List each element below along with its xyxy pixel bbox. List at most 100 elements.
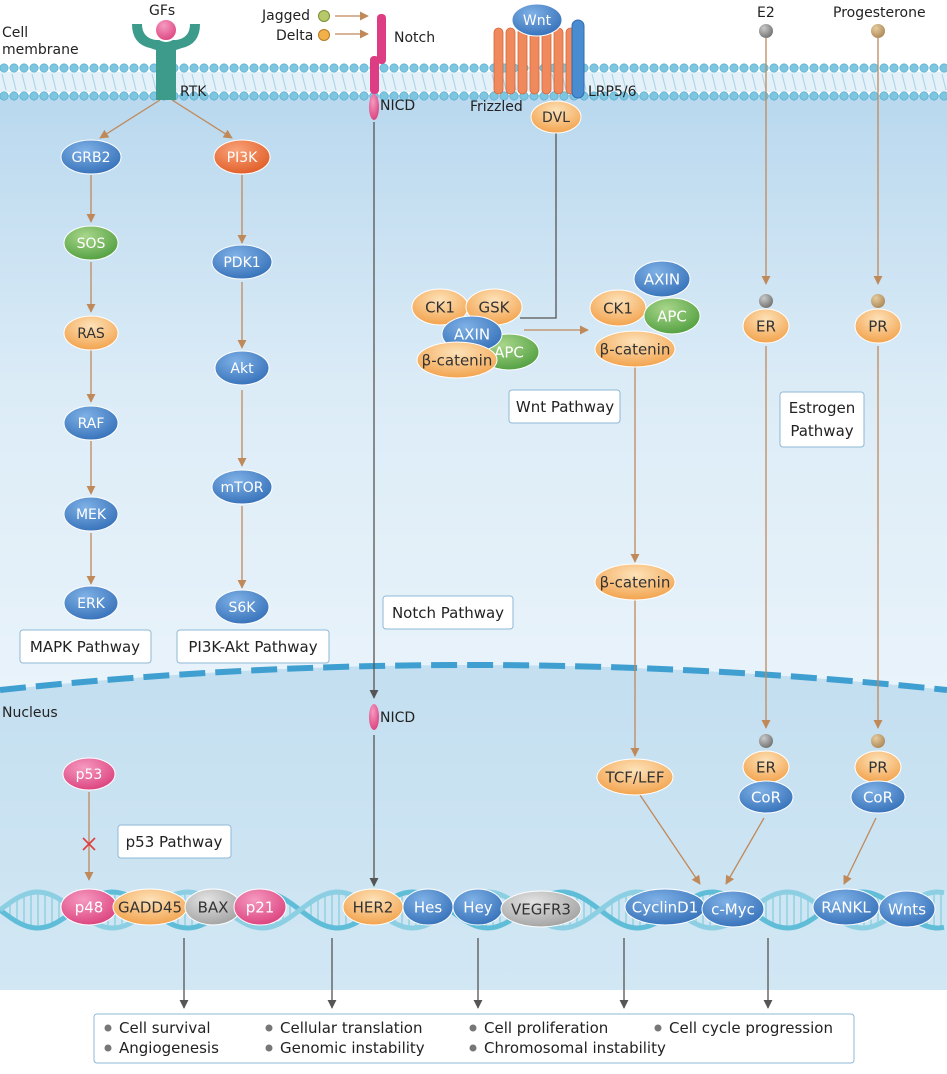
axin-free-node: AXIN [633,260,691,298]
estrogen-pathway-label-line2: Pathway [790,422,853,440]
rtk-receptor [132,18,200,100]
mek-node: MEK [63,496,119,532]
mtor-node-label: mTOR [221,480,264,496]
pi3k-node: PI3K [213,139,271,175]
her2-node-label: HER2 [353,898,394,916]
wnts-node: Wnts [878,890,936,928]
dvl-node: DVL [530,100,582,134]
nicd-cytoplasm [369,94,379,120]
wnt-node-label: Wnt [523,13,552,29]
bax-node: BAX [184,888,242,926]
nucleus-area [0,665,947,1074]
gfs-label: GFs [149,3,175,19]
e2-bound [759,294,773,308]
ck1-node: CK1 [411,288,469,326]
gadd45-node: GADD45 [112,888,188,926]
nucleus-label: Nucleus [2,705,58,721]
progesterone-nuclear [871,734,885,748]
nuclear-envelope [0,662,947,693]
frizzled-label: Frizzled [470,99,523,115]
hes-node: Hes [402,888,454,926]
tcf-lef-node: TCF/LEF [596,758,674,796]
pr-cyto-node: PR [854,308,902,344]
raf-node-label: RAF [78,416,105,432]
gsk-node-label: GSK [479,298,511,316]
er-cyto-node-label: ER [756,317,776,335]
rankl-node: RANKL [812,888,880,926]
wnts-node-label: Wnts [888,900,926,918]
pdk1-node: PDK1 [211,244,273,280]
her2-node: HER2 [342,888,404,926]
cytoplasm [0,95,947,690]
e2-label: E2 [757,5,775,21]
gsk-node: GSK [465,288,523,326]
nicd-nucleus [369,704,379,730]
er-cyto-node: ER [742,308,790,344]
apc-node-label: APC [494,343,524,361]
progesterone-bound [871,294,885,308]
cell-membrane-line1: Cell [2,25,28,41]
outcomes-box [93,1013,855,1064]
beta-catenin-free-node-label: β-catenin [600,340,671,358]
akt-node-label: Akt [230,361,254,377]
dvl-node-label: DVL [542,110,570,126]
estrogen-pathway-label-line1: Estrogen [789,399,855,417]
frizzled-receptor [493,27,576,95]
outcome-item: Cellular translation [280,1019,423,1037]
raf-node: RAF [63,405,119,441]
pi3k-pathway-label: PI3K-Akt Pathway [188,638,317,656]
delta-ligand [318,29,330,41]
cyclind1-node-label: CyclinD1 [632,898,699,916]
pr-nuclear-node: PR [854,750,902,784]
outcome-item: Genomic instability [280,1039,425,1057]
jagged-ligand [318,10,330,22]
grb2-node-label: GRB2 [71,150,110,166]
pathway-arrows [84,11,883,1009]
gadd45-node-label: GADD45 [118,898,182,916]
outcome-item: Cell cycle progression [669,1019,833,1037]
cor-pr-node-label: CoR [863,788,893,806]
pr-cyto-node-label: PR [868,317,887,335]
rankl-node-label: RANKL [821,898,871,916]
vegfr3-node-label: VEGFR3 [511,900,571,918]
e2-ligand [759,24,773,38]
notch-pathway-label: Notch Pathway [392,604,504,622]
outcome-item: Chromosomal instability [484,1039,666,1057]
hey-node: Hey [452,888,504,926]
hes-node-label: Hes [414,898,443,916]
hey-node-label: Hey [463,898,493,916]
ck1-node-label: CK1 [425,298,455,316]
er-nuclear-node: ER [742,750,790,784]
gf-ligand [154,18,178,42]
beta-catenin-free-node: β-catenin [594,330,676,368]
mtor-node: mTOR [211,469,273,505]
vegfr3-node: VEGFR3 [500,890,582,928]
pr-nuclear-node-label: PR [868,758,887,776]
beta-catenin-mid-node-label: β-catenin [600,573,671,591]
e2-nuclear [759,734,773,748]
tcf-lef-node-label: TCF/LEF [605,768,665,786]
cell-membrane [0,63,947,101]
lrp-label: LRP5/6 [588,84,637,100]
akt-node: Akt [214,350,270,386]
cyclind1-node: CyclinD1 [624,888,706,926]
wnt-node: Wnt [511,3,563,37]
outcome-item: Cell proliferation [484,1019,608,1037]
cor-er-node-label: CoR [751,788,781,806]
rtk-label: RTK [180,84,207,100]
p48-node-label: p48 [75,898,104,916]
ras-node: RAS [63,315,119,351]
s6k-node: S6K [214,589,270,625]
progesterone-label: Progesterone [833,5,926,21]
mek-node-label: MEK [76,507,107,523]
inhibition-mark [82,837,96,851]
sos-node: SOS [63,225,119,261]
beta-catenin-node-label: β-catenin [422,351,493,369]
er-nuclear-node-label: ER [756,758,776,776]
pi3k-node-label: PI3K [227,150,258,166]
p48-node: p48 [60,888,118,926]
lrp-receptor [571,19,585,99]
c-myc-node: c-Myc [701,890,765,928]
ras-node-label: RAS [77,326,105,342]
